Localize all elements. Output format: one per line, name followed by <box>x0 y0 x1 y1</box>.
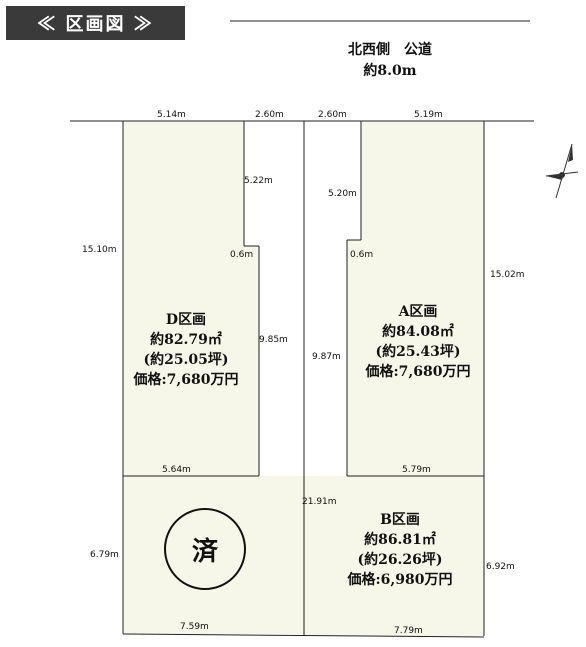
dim-top-d-right: 2.60m <box>255 110 284 120</box>
dim-d-bottom: 5.64m <box>162 465 191 475</box>
dim-top-a-right: 5.19m <box>414 110 443 120</box>
lot-d-name: D区画 <box>165 312 207 328</box>
dim-a-flag-depth: 5.20m <box>328 189 357 199</box>
dim-b-bottom: 7.79m <box>394 626 423 636</box>
dim-d-left-side: 15.10m <box>82 245 117 255</box>
lot-d-area-text: 約82.79㎡ <box>150 332 222 348</box>
lot-a-area <box>347 121 484 476</box>
lot-b-label: B区画 約86.81㎡ (約26.26坪) 価格:6,980万円 <box>330 510 470 590</box>
lane-area <box>244 121 361 476</box>
section-title-text: ≪ 区画図 ≫ <box>37 14 154 35</box>
dim-lower-left-bottom: 7.59m <box>180 622 209 632</box>
dim-center-line: 21.91m <box>302 497 337 507</box>
lot-b-name: B区画 <box>380 512 420 528</box>
dim-a-bottom: 5.79m <box>402 465 431 475</box>
dim-d-flag-depth: 5.22m <box>244 176 273 186</box>
north-arrow-icon <box>545 143 579 199</box>
dim-top-d-left: 5.14m <box>157 110 186 120</box>
lot-a-label: A区画 約84.08㎡ (約25.43坪) 価格:7,680万円 <box>352 302 484 382</box>
lot-a-name: A区画 <box>398 304 438 320</box>
dim-b-right-side: 6.92m <box>486 562 515 572</box>
dim-top-a-left: 2.60m <box>318 110 347 120</box>
dim-a-notch: 0.6m <box>350 250 374 260</box>
road-width: 約8.0m <box>363 63 417 79</box>
dim-d-notch: 0.6m <box>230 250 254 260</box>
lot-b-area <box>304 476 484 636</box>
lot-b-price: 価格:6,980万円 <box>347 572 453 588</box>
dim-a-right-side: 15.02m <box>490 270 525 280</box>
lot-d-price: 価格:7,680万円 <box>133 372 239 388</box>
road-label: 北西側 公道 約8.0m <box>330 40 450 82</box>
lot-b-area-text: 約86.81㎡ <box>364 532 436 548</box>
lot-a-tsubo: (約25.43坪) <box>375 344 461 360</box>
road-side: 北西側 公道 <box>348 42 432 58</box>
dim-d-inner: 9.85m <box>259 335 288 345</box>
section-title: ≪ 区画図 ≫ <box>6 6 185 40</box>
dim-lower-left-side: 6.79m <box>90 550 119 560</box>
lot-d-tsubo: (約25.05坪) <box>143 352 229 368</box>
lot-a-area-text: 約84.08㎡ <box>382 324 454 340</box>
lot-a-price: 価格:7,680万円 <box>365 364 471 380</box>
sold-badge-text: 済 <box>191 536 218 567</box>
dim-a-inner: 9.87m <box>312 352 341 362</box>
lot-d-area <box>123 121 259 476</box>
sold-badge: 済 <box>164 508 246 590</box>
lot-d-label: D区画 約82.79㎡ (約25.05坪) 価格:7,680万円 <box>123 310 249 390</box>
lot-b-tsubo: (約26.26坪) <box>357 552 443 568</box>
